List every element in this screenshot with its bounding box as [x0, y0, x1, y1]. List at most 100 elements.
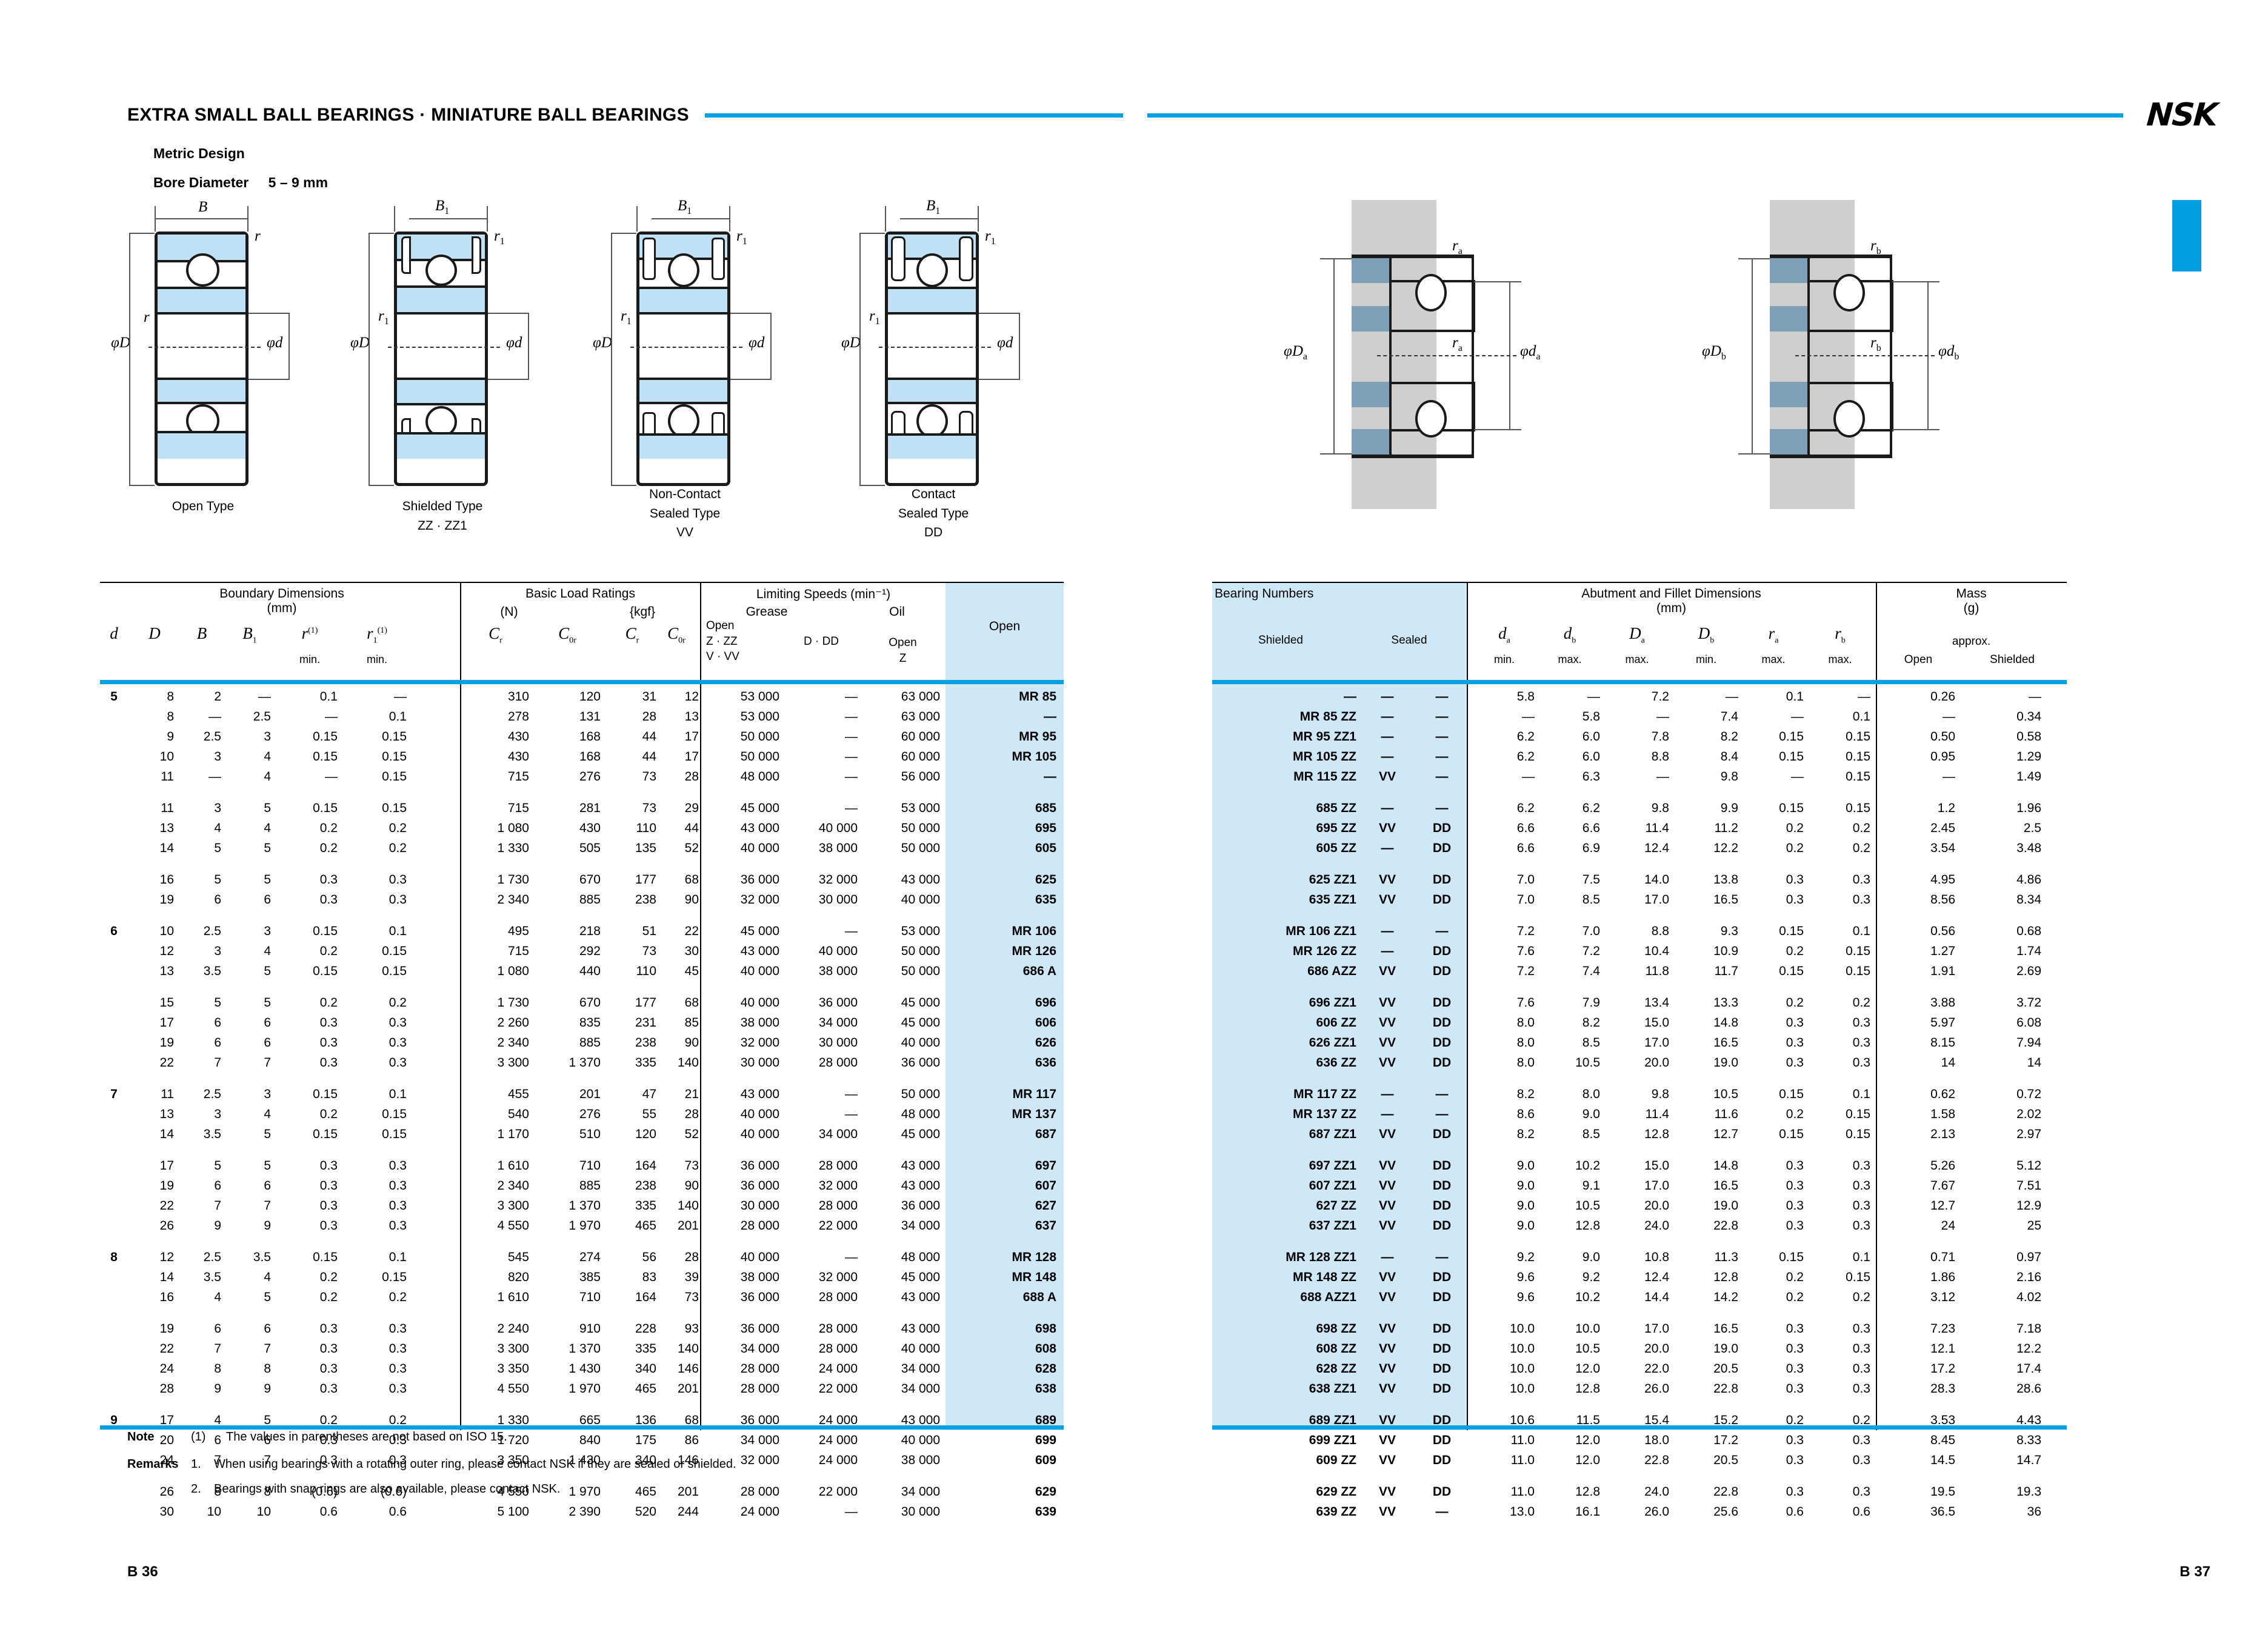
- table-cell-B: 6: [214, 1433, 221, 1447]
- table-cell-rb: 0.2: [1852, 996, 1870, 1010]
- table-cell-C0r: 505: [579, 841, 601, 855]
- table-cell-r1: 0.3: [389, 893, 407, 907]
- table-cell-B1: 5: [264, 1159, 271, 1173]
- table-cell-s_grease_d: 28 000: [818, 1159, 858, 1173]
- table-cell-r: 0.6: [319, 1505, 338, 1519]
- table-cell-C0r: 274: [579, 1250, 601, 1264]
- table-cell-s_grease_open: 45 000: [740, 924, 779, 938]
- table-cell-rb: 0.3: [1852, 1382, 1870, 1396]
- table-cell-s_oil: 34 000: [901, 1485, 940, 1499]
- table-cell-B: 2.5: [203, 924, 221, 938]
- table-cell-Db: 22.8: [1713, 1485, 1738, 1499]
- table-cell-B: 2.5: [203, 730, 221, 744]
- table-cell-shielded: 695 ZZ: [1316, 821, 1356, 835]
- table-cell-s_grease_d: 28 000: [818, 1290, 858, 1304]
- table-cell-s_grease_open: 40 000: [740, 1250, 779, 1264]
- table-cell-rb: 0.15: [1846, 770, 1870, 784]
- table-cell-m_open: 19.5: [1930, 1485, 1955, 1499]
- table-cell-B: —: [208, 770, 221, 784]
- table-cell-sealed2: —: [1435, 770, 1449, 784]
- table-cell-r: 0.3: [319, 893, 338, 907]
- table-cell-open: MR 126: [1012, 944, 1056, 958]
- caption-noncontact-sealed: Non-Contact Sealed Type VV: [649, 487, 721, 539]
- table-cell-rb: 0.3: [1852, 1485, 1870, 1499]
- remark-2-text: Bearings with snap rings are also availa…: [214, 1482, 561, 1496]
- table-cell-sealed2: DD: [1432, 1290, 1452, 1304]
- dim-label-B: B: [198, 199, 208, 215]
- table-cell-da: 7.0: [1516, 893, 1535, 907]
- table-cell-B1: 4: [264, 944, 271, 958]
- speeds-grease-label: Grease: [745, 605, 788, 619]
- table-cell-D: 11: [161, 801, 174, 815]
- table-cell-r1: 0.3: [389, 1016, 407, 1030]
- table-cell-Db: 14.8: [1713, 1016, 1738, 1030]
- col-rb-note: max.: [1828, 653, 1852, 665]
- remarks-label: Remarks: [127, 1457, 179, 1471]
- table-cell-B1: 8: [264, 1485, 271, 1499]
- table-cell-B: 2: [214, 690, 221, 704]
- table-cell-rb: 0.15: [1846, 1270, 1870, 1284]
- table-cell-Crk: 73: [642, 770, 656, 784]
- table-cell-shielded: 607 ZZ1: [1309, 1179, 1356, 1193]
- table-cell-C0rk: 90: [684, 1036, 699, 1050]
- table-cell-D: 10: [159, 924, 174, 938]
- table-cell-s_grease_d: 28 000: [818, 1322, 858, 1336]
- table-cell-m_sh: 14: [2027, 1056, 2041, 1070]
- col-grease-open: Open Z · ZZ V · VV: [706, 619, 739, 664]
- table-cell-open: 607: [1035, 1179, 1056, 1193]
- table-cell-shielded: 608 ZZ: [1316, 1342, 1356, 1356]
- table-cell-m_open: 0.50: [1930, 730, 1955, 744]
- table-cell-Da: 12.4: [1644, 1270, 1669, 1284]
- table-cell-Crk: 55: [642, 1107, 656, 1121]
- table-cell-Cr: 1 080: [497, 964, 529, 978]
- table-cell-s_grease_open: 32 000: [740, 1453, 779, 1467]
- col-r-min: min.: [299, 653, 320, 665]
- table-cell-Da: 9.8: [1651, 801, 1669, 815]
- table-cell-Cr: 1 730: [497, 996, 529, 1010]
- table-cell-r1: 0.1: [389, 1250, 407, 1264]
- table-cell-C0rk: 140: [677, 1056, 699, 1070]
- table-cell-rb: 0.3: [1852, 1199, 1870, 1213]
- table-cell-Da: 20.0: [1644, 1199, 1669, 1213]
- table-cell-Crk: 238: [635, 1036, 656, 1050]
- table-cell-C0rk: 28: [684, 770, 699, 784]
- table-cell-db: 12.0: [1575, 1362, 1600, 1376]
- table-cell-C0rk: 68: [684, 1413, 699, 1427]
- table-cell-da: 6.2: [1516, 750, 1535, 764]
- table-cell-r1: 0.3: [389, 1362, 407, 1376]
- table-cell-shielded: MR 148 ZZ: [1292, 1270, 1356, 1284]
- remark-row-1: Remarks 1. When using bearings with a ro…: [127, 1457, 736, 1471]
- table-cell-da: 8.0: [1516, 1036, 1535, 1050]
- table-cell-r1: 0.15: [382, 1107, 407, 1121]
- table-cell-B: 3.5: [203, 1270, 221, 1284]
- table-cell-D: 12: [159, 944, 174, 958]
- table-cell-m_open: —: [1943, 770, 1955, 784]
- dim-label-phiD-vv: φD: [593, 335, 612, 351]
- table-cell-Cr: 2 240: [497, 1322, 529, 1336]
- table-cell-r: 0.3: [319, 1219, 338, 1233]
- table-cell-r: 0.2: [319, 841, 338, 855]
- table-cell-db: 8.5: [1582, 1036, 1600, 1050]
- table-cell-B1: 9: [264, 1382, 271, 1396]
- table-cell-Cr: 3 300: [497, 1342, 529, 1356]
- table-cell-s_grease_d: —: [845, 924, 858, 938]
- table-cell-s_grease_open: 50 000: [740, 730, 779, 744]
- dim-label-B1-shielded: B1: [435, 198, 450, 216]
- table-cell-r1: 0.3: [389, 1159, 407, 1173]
- table-cell-C0rk: 146: [677, 1453, 699, 1467]
- table-cell-db: 9.1: [1582, 1179, 1600, 1193]
- table-cell-s_grease_open: 32 000: [740, 1036, 779, 1050]
- table-cell-sealed1: VV: [1378, 893, 1396, 907]
- table-cell-s_grease_d: 32 000: [818, 873, 858, 887]
- col-Da: Da: [1629, 624, 1645, 645]
- table-cell-m_open: 12.7: [1930, 1199, 1955, 1213]
- table-cell-B: 3: [214, 750, 221, 764]
- table-cell-m_sh: 5.12: [2016, 1159, 2041, 1173]
